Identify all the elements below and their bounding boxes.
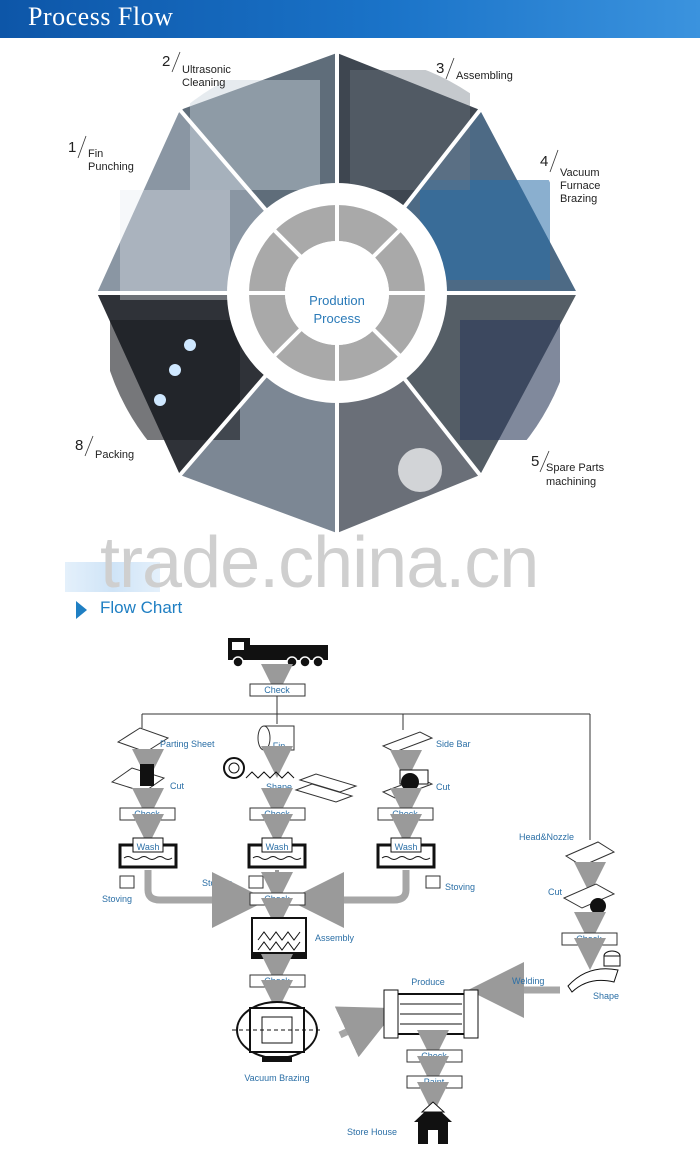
- label-store-house: Store House: [347, 1127, 397, 1137]
- page-title: Process Flow: [28, 2, 174, 31]
- step-label-4c: Brazing: [560, 193, 597, 205]
- step-num-3: 3: [436, 60, 444, 77]
- header-banner: Process Flow: [0, 0, 700, 38]
- shape-pipe-icon: [567, 950, 621, 993]
- svg-text:Check: Check: [421, 1051, 447, 1061]
- wash-tank-icon-2: [247, 837, 307, 869]
- step-label-2a: Ultrasonic: [182, 64, 231, 76]
- label-cut-1: Cut: [170, 781, 185, 791]
- assembly-icon: [251, 917, 307, 959]
- process-wheel: Prodution Process 1 Fin Punching 2 Ultra…: [68, 51, 605, 533]
- label-parting-sheet: Parting Sheet: [160, 739, 215, 749]
- step-label-4a: Vacuum: [560, 167, 600, 179]
- inner-ring: [247, 203, 427, 383]
- store-house-icon: [414, 1101, 452, 1144]
- step-num-8: 8: [75, 437, 83, 454]
- step-label-1a: Fin: [88, 148, 103, 160]
- svg-text:Check: Check: [264, 894, 290, 904]
- truck-icon: [228, 638, 328, 668]
- svg-text:Check: Check: [264, 976, 290, 986]
- step-num-4: 4: [540, 153, 548, 170]
- svg-text:Check: Check: [264, 809, 290, 819]
- svg-text:Wash: Wash: [395, 842, 418, 852]
- label-shape-1: Shape: [266, 782, 292, 792]
- decorative-bar: [65, 562, 160, 592]
- cut-sheet-icon: [110, 767, 166, 793]
- label-paint: Paint: [424, 1077, 445, 1087]
- label-shape-2: Shape: [593, 991, 619, 1001]
- wash-tank-icon-3: [376, 837, 436, 869]
- wash-tank-icon-1: [118, 837, 178, 869]
- label-cut-2: Cut: [436, 782, 451, 792]
- label-stoving-1: Stoving: [102, 894, 132, 904]
- label-head-nozzle: Head&Nozzle: [519, 832, 574, 842]
- svg-text:Wash: Wash: [266, 842, 289, 852]
- step-label-8: Packing: [95, 449, 134, 461]
- step-label-5b: machining: [546, 476, 596, 488]
- step-label-3: Assembling: [456, 70, 513, 82]
- step-label-2b: Cleaning: [182, 77, 225, 89]
- flow-chart: Check Parting Sheet Cut Check Wash Stovi…: [102, 638, 621, 1144]
- side-bar-icon: [381, 731, 434, 753]
- svg-text:Check: Check: [392, 809, 418, 819]
- parting-sheet-icon: [116, 727, 170, 753]
- label-cut-3: Cut: [548, 887, 563, 897]
- vacuum-furnace-icon: [232, 1001, 322, 1062]
- label-side-bar: Side Bar: [436, 739, 471, 749]
- step-num-1: 1: [68, 139, 76, 156]
- step-label-5a: Spare Parts: [546, 462, 605, 474]
- step-label-4b: Furnace: [560, 180, 600, 192]
- cutter-icon: [381, 769, 434, 799]
- svg-text:Wash: Wash: [137, 842, 160, 852]
- flow-chart-arrow-icon: [76, 601, 87, 619]
- label-welding: Welding: [512, 976, 544, 986]
- flow-chart-title: Flow Chart: [100, 598, 183, 617]
- step-num-5: 5: [531, 453, 539, 470]
- svg-text:Check: Check: [134, 809, 160, 819]
- shape-machine-icon: [223, 757, 358, 803]
- label-produce: Produce: [411, 977, 445, 987]
- step-num-2: 2: [162, 53, 170, 70]
- watermark: trade.china.cn: [100, 523, 539, 603]
- svg-text:Check: Check: [576, 934, 602, 944]
- label-stoving-2: Stoving: [202, 878, 232, 888]
- check-label-1: Check: [264, 685, 290, 695]
- label-stoving-3: Stoving: [445, 882, 475, 892]
- cut-plate-icon: [562, 883, 616, 914]
- svg-text:Fin: Fin: [273, 741, 286, 751]
- head-nozzle-icon: [564, 841, 616, 867]
- center-title-line2: Process: [314, 311, 361, 326]
- label-vacuum-brazing: Vacuum Brazing: [244, 1073, 309, 1083]
- step-label-1b: Punching: [88, 161, 134, 173]
- produce-heat-exchanger-icon: [383, 989, 479, 1039]
- center-title-line1: Prodution: [309, 293, 365, 308]
- label-assembly: Assembly: [315, 933, 355, 943]
